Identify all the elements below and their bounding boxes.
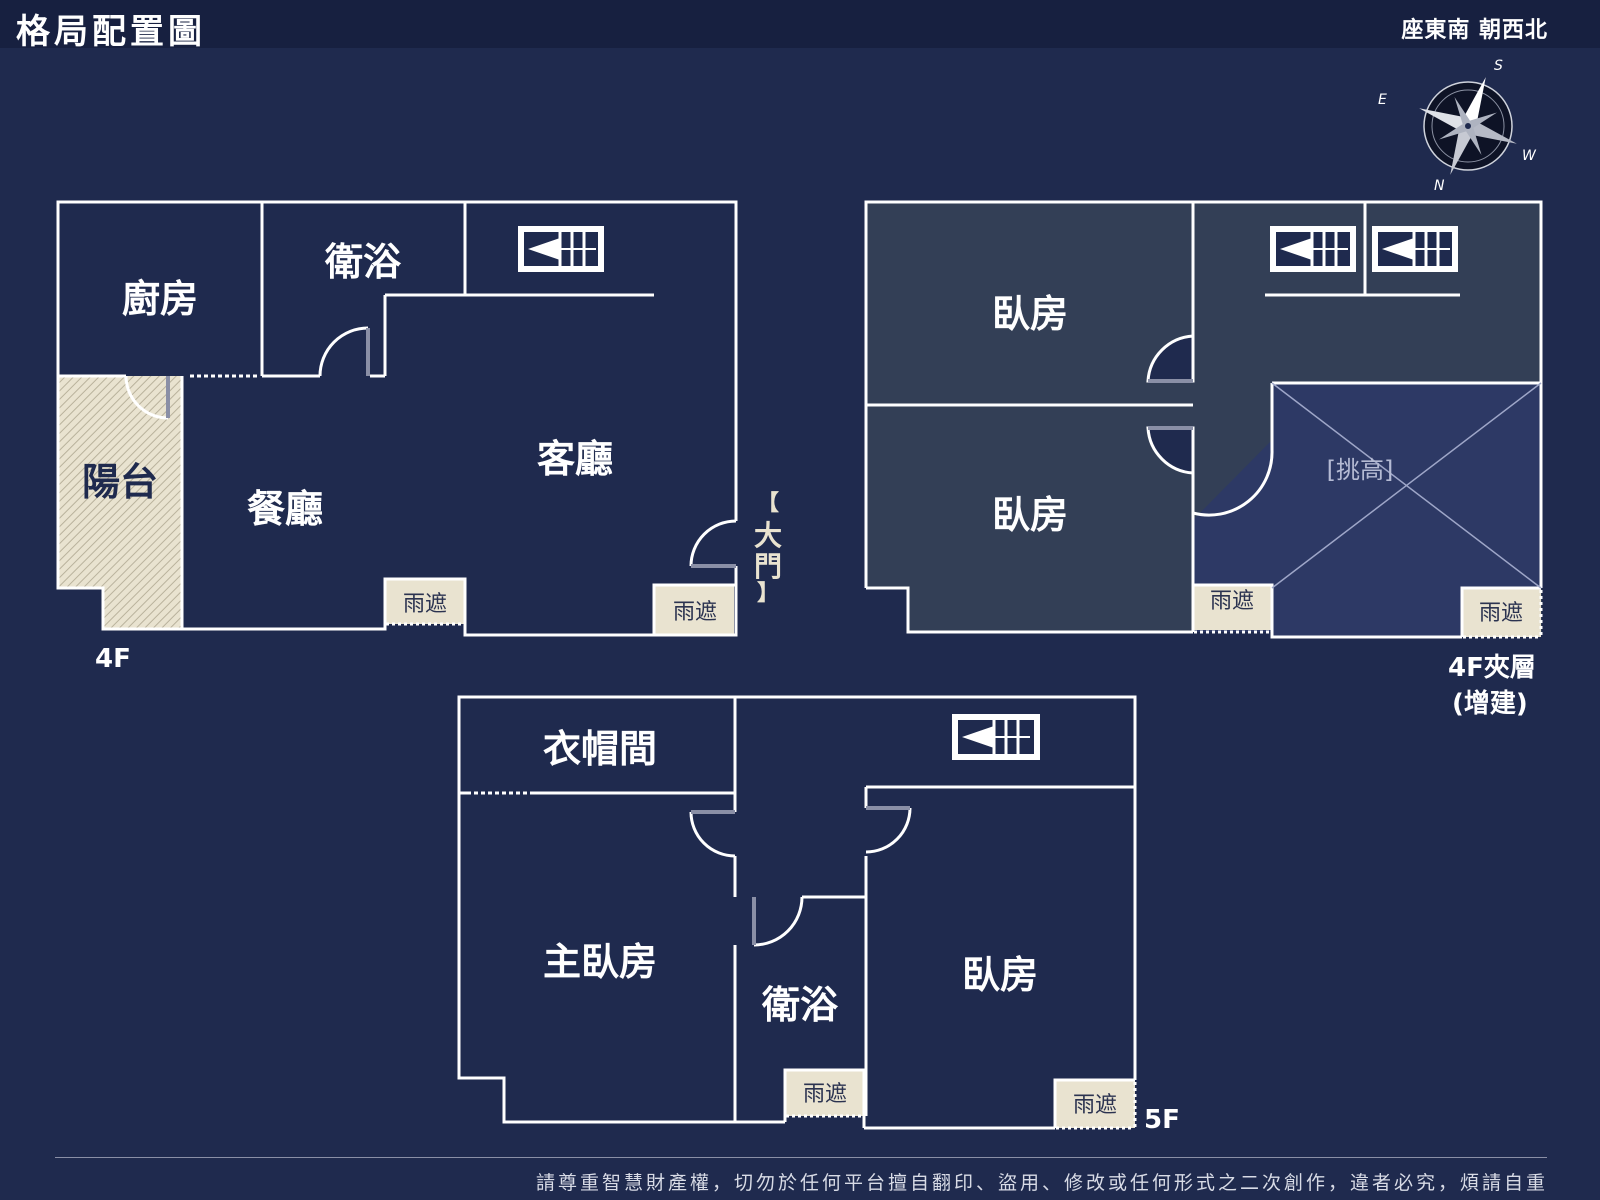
room-living: 客廳 bbox=[537, 437, 613, 481]
compass-w: W bbox=[1522, 148, 1537, 164]
room-bath-4f: 衛浴 bbox=[324, 240, 402, 284]
canopy-4f-2: 雨遮 bbox=[673, 600, 717, 625]
stairs-icon bbox=[518, 226, 604, 272]
plan-mezzanine: 臥房 臥房 [挑高] 雨遮 雨遮 4F夾層 (增建) bbox=[864, 200, 1543, 719]
canopy-4f-1: 雨遮 bbox=[403, 592, 447, 617]
main-door-label: 【 大 門 】 bbox=[754, 491, 782, 606]
stairs-icon bbox=[952, 714, 1040, 760]
page-title: 格局配置圖 bbox=[16, 12, 206, 52]
svg-text:【: 【 bbox=[757, 491, 779, 516]
svg-text:】: 】 bbox=[757, 581, 779, 606]
room-bath-5f: 衛浴 bbox=[761, 983, 839, 1027]
compass-e: E bbox=[1378, 92, 1387, 108]
floor-label-4f: 4F bbox=[95, 644, 131, 674]
room-void: [挑高] bbox=[1327, 456, 1394, 484]
canopy-5f-2: 雨遮 bbox=[1073, 1093, 1117, 1118]
canopy-mezz-2: 雨遮 bbox=[1479, 601, 1523, 626]
room-master-bedroom: 主臥房 bbox=[543, 940, 657, 984]
svg-text:大: 大 bbox=[754, 519, 782, 552]
floor-label-5f: 5F bbox=[1144, 1105, 1180, 1135]
compass-n: N bbox=[1434, 178, 1445, 194]
room-kitchen: 廚房 bbox=[122, 277, 198, 321]
plan-4f: 廚房 衛浴 陽台 餐廳 客廳 雨遮 雨遮 【 大 門 】 4F bbox=[56, 200, 782, 674]
stairs-icon bbox=[1372, 226, 1458, 272]
header-bar bbox=[0, 0, 1600, 48]
canopy-mezz-1: 雨遮 bbox=[1210, 589, 1254, 614]
footer-divider bbox=[55, 1157, 1547, 1158]
room-balcony: 陽台 bbox=[82, 460, 158, 504]
copyright-notice: 請尊重智慧財產權，切勿於任何平台擅自翻印、盜用、修改或任何形式之二次創作，違者必… bbox=[535, 1172, 1548, 1194]
svg-text:門: 門 bbox=[754, 550, 782, 583]
room-dining: 餐廳 bbox=[247, 487, 323, 531]
compass-s: S bbox=[1494, 58, 1503, 74]
stairs-icon bbox=[1270, 226, 1356, 272]
room-closet: 衣帽間 bbox=[543, 727, 657, 771]
canopy-5f-1: 雨遮 bbox=[803, 1082, 847, 1107]
room-bedroom-mezz-1: 臥房 bbox=[992, 292, 1068, 336]
room-bedroom-mezz-2: 臥房 bbox=[992, 493, 1068, 537]
compass-icon: S E W N bbox=[1378, 58, 1537, 194]
floor-label-mezz: 4F夾層 bbox=[1448, 653, 1536, 683]
floor-label-mezz-note: (增建) bbox=[1452, 688, 1528, 719]
room-bedroom-5f: 臥房 bbox=[962, 953, 1038, 997]
plan-5f: 衣帽間 主臥房 衛浴 臥房 雨遮 雨遮 5F bbox=[457, 695, 1180, 1135]
orientation-label: 座東南 朝西北 bbox=[1401, 18, 1548, 43]
